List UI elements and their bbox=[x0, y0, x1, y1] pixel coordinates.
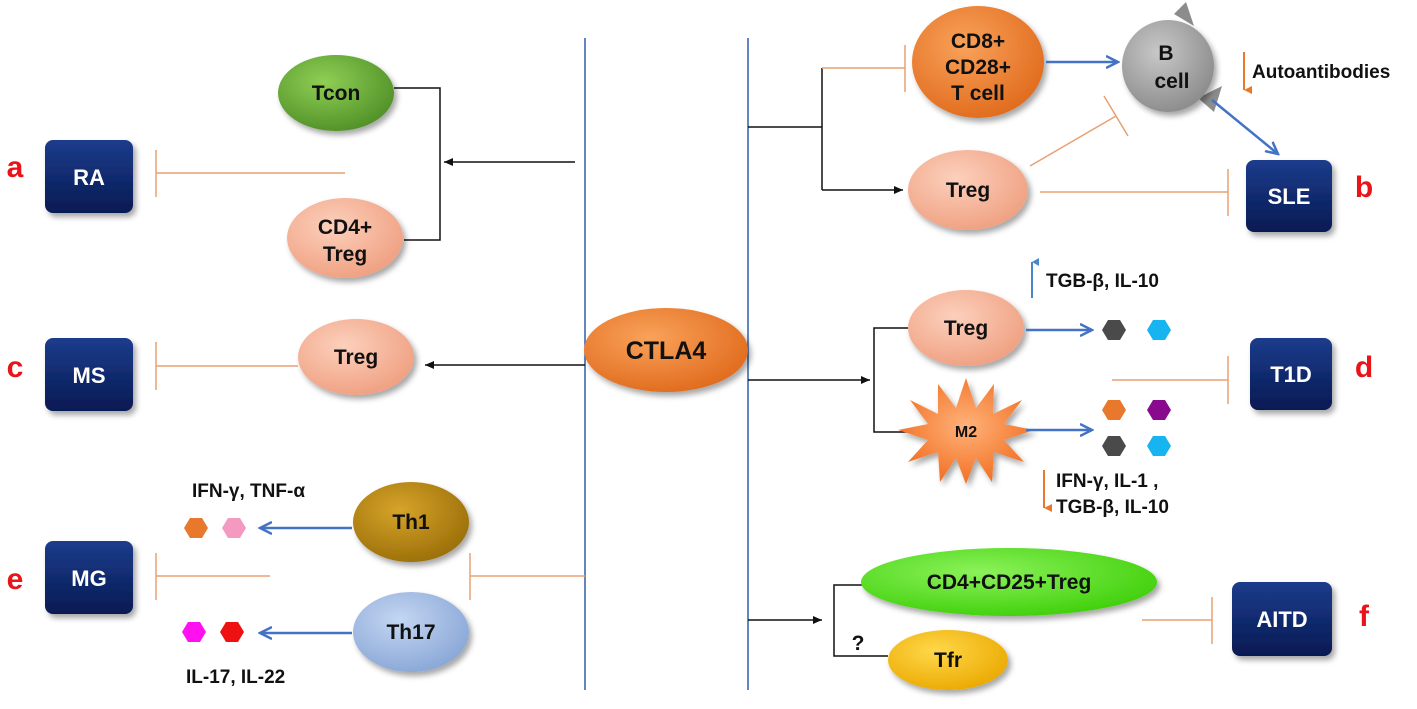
svg-text:Tcon: Tcon bbox=[312, 82, 361, 105]
aitd-letter: f bbox=[1359, 600, 1370, 633]
svg-text:CD4+CD25+Treg: CD4+CD25+Treg bbox=[927, 571, 1092, 594]
t1d-up-cytokines: TGB-β, IL-10 bbox=[1046, 271, 1159, 292]
t1d-bracket bbox=[873, 327, 912, 433]
cd8-inhibit bbox=[822, 45, 906, 92]
svg-text:SLE: SLE bbox=[1268, 184, 1311, 209]
ra-box: RA bbox=[45, 140, 133, 213]
mg-th1-cytokines: IFN-γ, TNF-α bbox=[192, 481, 305, 502]
hexagon-dark-icon bbox=[1102, 436, 1126, 456]
hexagon-orange-icon bbox=[184, 518, 208, 538]
sle-box: SLE bbox=[1246, 160, 1332, 232]
svg-text:Tfr: Tfr bbox=[934, 649, 962, 672]
question-mark: ? bbox=[852, 632, 865, 655]
ctla4-label: CTLA4 bbox=[626, 337, 707, 365]
ms-box: MS bbox=[45, 338, 133, 411]
mg-ctla4-inhibit bbox=[469, 553, 585, 600]
ra-bracket bbox=[394, 87, 441, 241]
b-cell-node: B cell bbox=[1122, 2, 1222, 112]
cd8-cd28-tcell-node: CD8+ CD28+ T cell bbox=[912, 6, 1044, 118]
svg-text:Th17: Th17 bbox=[386, 621, 435, 644]
svg-text:MS: MS bbox=[73, 363, 106, 388]
cd4-cd25-treg-node: CD4+CD25+Treg bbox=[861, 548, 1157, 616]
svg-text:Th1: Th1 bbox=[392, 511, 430, 534]
hexagon-purple-icon bbox=[1147, 400, 1171, 420]
sle-letter: b bbox=[1355, 171, 1373, 204]
t1d-letter: d bbox=[1355, 351, 1373, 384]
svg-text:M2: M2 bbox=[955, 424, 977, 441]
mg-inhibit bbox=[155, 553, 270, 600]
svg-text:Treg: Treg bbox=[323, 243, 367, 266]
ms-inhibit bbox=[155, 342, 298, 390]
t1d-down-cytokines-line1: IFN-γ, IL-1 , bbox=[1056, 471, 1158, 492]
treg-inhibits-bcell bbox=[1029, 95, 1129, 167]
treg-inhibits-sle bbox=[1040, 169, 1229, 216]
ra-letter: a bbox=[7, 151, 24, 184]
svg-text:Treg: Treg bbox=[944, 317, 988, 340]
t1d-treg-node: Treg bbox=[908, 290, 1024, 366]
mg-th17-cytokines: IL-17, IL-22 bbox=[186, 667, 285, 688]
cd4-treg-node: CD4+ Treg bbox=[287, 198, 403, 278]
svg-text:RA: RA bbox=[73, 165, 105, 190]
hexagon-dark-icon bbox=[1102, 320, 1126, 340]
aitd-box: AITD bbox=[1232, 582, 1332, 656]
svg-text:AITD: AITD bbox=[1256, 607, 1307, 632]
svg-text:T1D: T1D bbox=[1270, 362, 1312, 387]
hexagon-magenta-icon bbox=[182, 622, 206, 642]
svg-text:CD28+: CD28+ bbox=[945, 56, 1011, 79]
th1-node: Th1 bbox=[353, 482, 469, 562]
ra-inhibit bbox=[155, 150, 345, 197]
m2-macrophage-node: M2 bbox=[898, 378, 1034, 484]
hexagon-orange-icon bbox=[1102, 400, 1126, 420]
tfr-node: Tfr bbox=[888, 630, 1008, 690]
hexagon-cyan-icon bbox=[1147, 436, 1171, 456]
aitd-bracket bbox=[833, 584, 888, 657]
svg-text:CD8+: CD8+ bbox=[951, 30, 1005, 53]
mg-box: MG bbox=[45, 541, 133, 614]
sle-treg-node: Treg bbox=[908, 150, 1028, 230]
ms-letter: c bbox=[7, 351, 24, 384]
hexagon-red-icon bbox=[220, 622, 244, 642]
mg-letter: e bbox=[7, 563, 24, 596]
svg-text:B: B bbox=[1158, 42, 1173, 65]
t1d-box: T1D bbox=[1250, 338, 1332, 410]
svg-text:MG: MG bbox=[71, 566, 106, 591]
aitd-inhibit bbox=[1142, 597, 1213, 644]
svg-text:Treg: Treg bbox=[946, 179, 990, 202]
svg-text:Treg: Treg bbox=[334, 346, 378, 369]
svg-text:cell: cell bbox=[1154, 70, 1189, 93]
t1d-down-cytokines-line2: TGB-β, IL-10 bbox=[1056, 497, 1169, 518]
bcell-to-sle-arrow bbox=[1211, 99, 1278, 154]
hexagon-cyan-icon bbox=[1147, 320, 1171, 340]
th17-node: Th17 bbox=[353, 592, 469, 672]
ms-treg-node: Treg bbox=[298, 319, 414, 395]
tcon-node: Tcon bbox=[278, 55, 394, 131]
hexagon-pink-icon bbox=[222, 518, 246, 538]
ctla4-node: CTLA4 bbox=[584, 308, 748, 392]
t1d-inhibit bbox=[1112, 356, 1229, 404]
svg-text:CD4+: CD4+ bbox=[318, 216, 372, 239]
svg-text:T cell: T cell bbox=[951, 82, 1005, 105]
autoantibodies-label: Autoantibodies bbox=[1252, 62, 1390, 83]
